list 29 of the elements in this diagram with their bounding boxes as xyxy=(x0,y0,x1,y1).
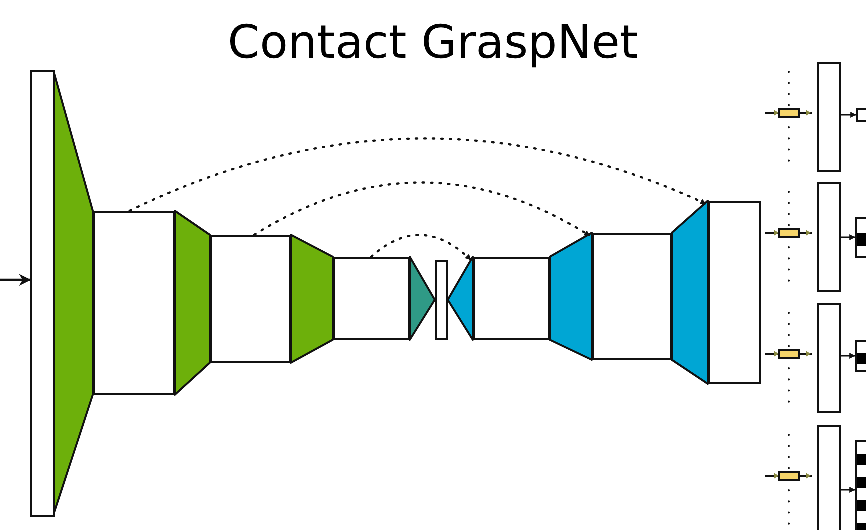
decoder-taper xyxy=(672,201,708,384)
arrow xyxy=(840,112,857,118)
feature-block xyxy=(855,340,866,372)
feature-block xyxy=(855,217,866,258)
feature-block xyxy=(210,235,291,363)
layer-bar xyxy=(817,303,841,413)
skip-connection-arrow xyxy=(128,138,708,212)
layer-bar xyxy=(817,62,841,172)
skip-connection-arrow xyxy=(253,182,592,238)
feature-block xyxy=(856,108,866,122)
feature-block xyxy=(93,211,175,395)
feature-block xyxy=(592,233,672,360)
feature-block xyxy=(473,257,550,340)
layer-bar xyxy=(435,260,448,340)
layer-bar xyxy=(817,425,841,530)
arrow xyxy=(0,274,32,286)
encoder-taper xyxy=(291,235,333,363)
layer-bar xyxy=(30,70,55,517)
feature-block xyxy=(855,440,866,530)
arrow xyxy=(840,234,856,240)
decoder-taper xyxy=(550,233,592,360)
feature-block xyxy=(708,201,761,384)
encoder-taper xyxy=(54,72,93,514)
diagram-title: Contact GraspNet xyxy=(228,14,638,70)
skip-connection-arrow xyxy=(370,234,472,262)
arrow xyxy=(840,487,856,493)
feature-block xyxy=(333,257,410,340)
arrow xyxy=(840,353,856,359)
layer-bar xyxy=(817,182,841,292)
